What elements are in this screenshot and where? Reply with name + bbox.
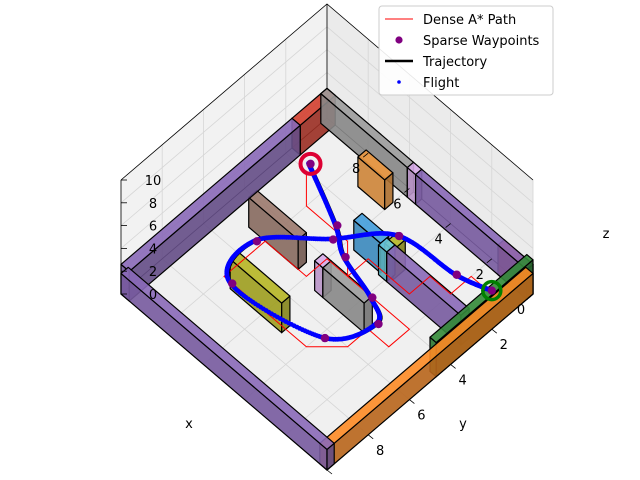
axes: 024682468100246810 [120, 152, 534, 480]
x-tick-label: 2 [476, 268, 484, 283]
obstacle-face-top [120, 266, 335, 451]
waypoint-marker [306, 159, 315, 169]
axis-tick [367, 434, 374, 440]
obstacle [322, 260, 373, 334]
obstacle [357, 149, 394, 211]
z-tick-label: 2 [149, 265, 157, 280]
goal-marker [298, 151, 323, 176]
y-axis-label: y [459, 417, 467, 432]
waypoint-marker [341, 252, 350, 262]
y-tick-label: 8 [376, 444, 384, 459]
legend-dense-path-label: Dense A* Path [423, 13, 516, 28]
z-tick-label: 0 [149, 288, 157, 303]
axis-tick [486, 258, 493, 264]
y-tick-label: 4 [458, 373, 466, 388]
x-tick-label: 4 [434, 233, 442, 248]
axis-tick [445, 223, 451, 228]
legend-waypoints-label: Sparse Waypoints [423, 34, 540, 49]
waypoint-marker [320, 333, 330, 343]
y-tick-label: 6 [417, 409, 425, 424]
z-tick-label: 8 [149, 197, 157, 212]
start-goal-markers [298, 151, 503, 302]
z-tick-label: 6 [149, 220, 157, 235]
x-tick-label: 6 [393, 197, 401, 212]
waypoint-marker [252, 237, 262, 246]
waypoint-marker [333, 221, 342, 230]
waypoint-marker [368, 293, 377, 302]
x-tick-label: 8 [352, 162, 360, 177]
legend-flight-swatch [397, 80, 401, 84]
waypoint-marker [228, 279, 237, 288]
obstacle-face-top [120, 117, 301, 272]
x-tick-label: 0 [517, 303, 525, 318]
waypoint-marker [487, 286, 496, 295]
sparse-waypoints-series [228, 159, 496, 343]
x-axis-label: x [185, 417, 193, 432]
obstacle-face-top [357, 149, 394, 181]
z-tick-label: 10 [145, 174, 162, 189]
pane-edge [120, 3, 534, 181]
legend-trajectory-label: Trajectory [422, 55, 487, 70]
axis-tick [450, 364, 456, 369]
start-marker [481, 279, 503, 302]
waypoint-marker [452, 270, 461, 279]
waypoint-marker [328, 235, 338, 244]
z-axis-label: z [603, 227, 610, 242]
y-tick-label: 2 [500, 338, 508, 353]
axis-tick [491, 328, 498, 334]
axis-tick [527, 293, 534, 299]
z-tick-label: 4 [149, 242, 157, 257]
axis-tick [362, 152, 369, 158]
axis-tick [404, 188, 410, 193]
legend-box [378, 5, 554, 96]
axis-tick [409, 399, 415, 404]
y-axis-line [120, 293, 328, 471]
waypoint-marker [374, 319, 383, 329]
axis-tick [326, 469, 333, 475]
legend: Dense A* Path Sparse Waypoints Trajector… [378, 5, 554, 96]
legend-waypoints-swatch [395, 36, 403, 44]
legend-flight-label: Flight [423, 76, 459, 91]
waypoint-marker [394, 231, 404, 241]
x-axis-line [326, 293, 534, 471]
